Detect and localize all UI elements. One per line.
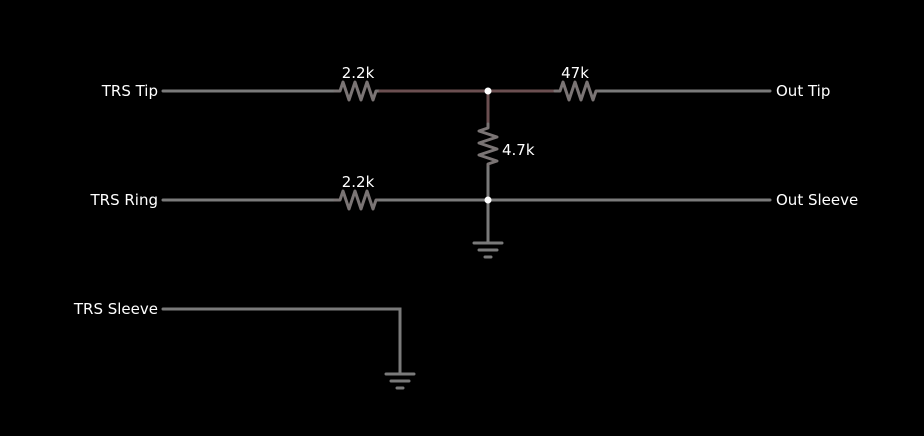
resistor-out-47k [553, 80, 602, 102]
port-label-out-tip: Out Tip [776, 82, 830, 100]
port-label-trs-sleeve: TRS Sleeve [73, 300, 158, 318]
junction-dot [484, 196, 492, 204]
resistor-label-ring: 2.2k [342, 173, 375, 191]
ground-icon [384, 372, 416, 390]
resistor-label-47k: 47k [561, 64, 589, 82]
resistor-ring-2k2 [333, 189, 382, 211]
port-label-trs-tip: TRS Tip [101, 82, 158, 100]
wire-sleeve [161, 307, 402, 376]
resistor-label-tip: 2.2k [342, 64, 375, 82]
resistor-tip-2k2 [333, 80, 382, 102]
port-label-out-sleeve: Out Sleeve [776, 191, 858, 209]
port-label-trs-ring: TRS Ring [90, 191, 159, 209]
resistor-label-shunt: 4.7k [502, 141, 535, 159]
resistor-shunt-4k7 [477, 122, 499, 170]
ground-icon [472, 241, 504, 259]
junction-dot [484, 87, 492, 95]
